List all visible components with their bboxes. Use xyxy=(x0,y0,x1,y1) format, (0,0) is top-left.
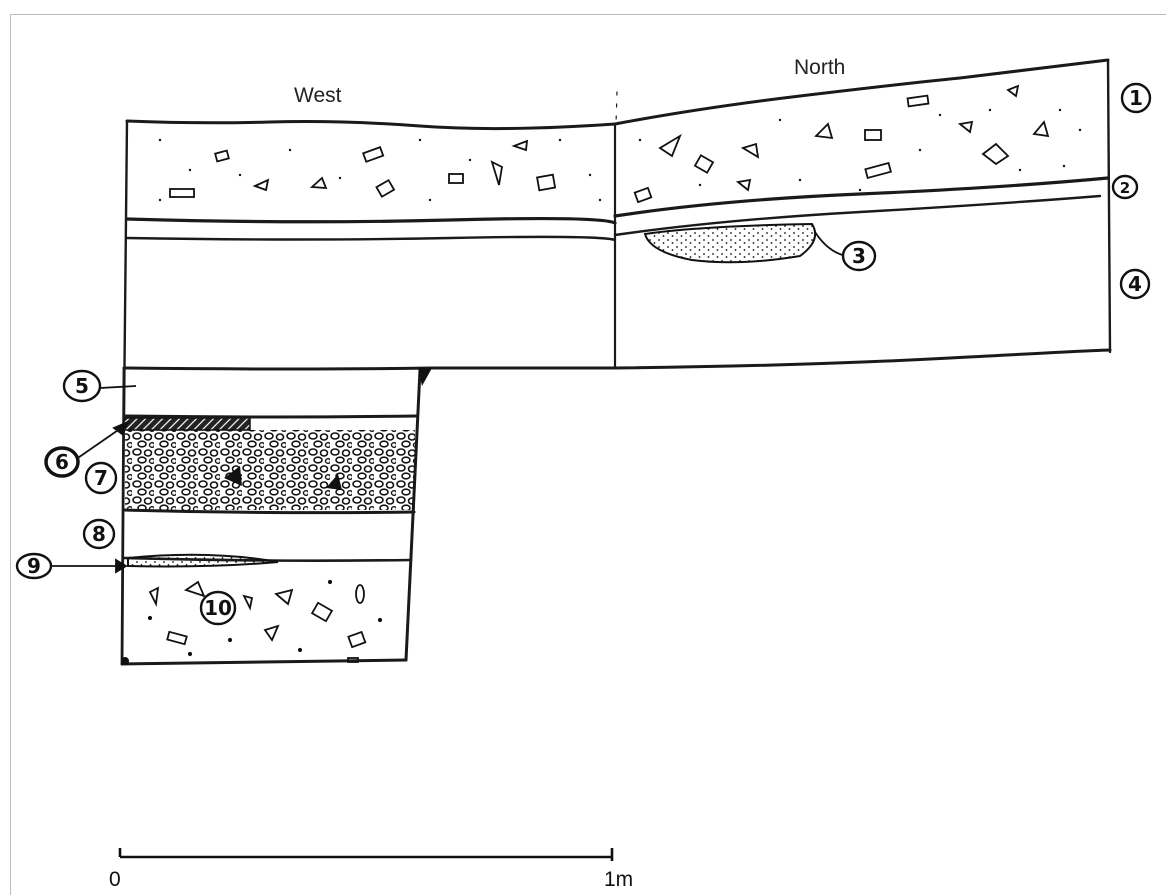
context-label-4: 4 xyxy=(1121,270,1149,298)
context-label-8: 8 xyxy=(84,520,114,548)
context-label-5: 5 xyxy=(64,371,100,401)
scale-start-label: 0 xyxy=(109,868,121,892)
svg-text:7: 7 xyxy=(94,466,108,490)
upper-section-base-line xyxy=(124,350,1110,369)
context-1-stony-topsoil xyxy=(170,86,1048,202)
svg-text:10: 10 xyxy=(204,596,232,620)
scale-bar xyxy=(120,848,612,861)
svg-text:5: 5 xyxy=(75,374,89,398)
sondage-outline xyxy=(121,368,432,665)
scale-end-label: 1m xyxy=(604,868,633,892)
context-3-lens xyxy=(645,224,815,262)
context-label-6: 6 xyxy=(46,448,78,476)
svg-text:2: 2 xyxy=(1120,179,1130,197)
context-label-7: 7 xyxy=(86,463,116,493)
context-label-3: 3 xyxy=(843,242,875,270)
context-9-lens xyxy=(128,555,278,567)
context-label-2: 2 xyxy=(1113,176,1137,198)
context-2-layer-boundaries xyxy=(127,178,1108,240)
context-label-9: 9 xyxy=(17,554,51,578)
context-7-cobble-layer xyxy=(125,430,415,510)
west-section-outline xyxy=(124,92,617,414)
svg-text:3: 3 xyxy=(852,244,866,268)
context-10-stony-deposit xyxy=(149,581,381,662)
svg-text:6: 6 xyxy=(55,450,69,474)
svg-text:1: 1 xyxy=(1129,86,1143,110)
context-label-leaders xyxy=(52,232,846,572)
svg-text:9: 9 xyxy=(27,554,41,578)
svg-text:4: 4 xyxy=(1128,272,1142,296)
context-6-charcoal-layer xyxy=(124,418,250,430)
context-label-1: 1 xyxy=(1122,84,1150,112)
svg-text:8: 8 xyxy=(92,522,106,546)
context-label-10: 10 xyxy=(201,592,235,624)
